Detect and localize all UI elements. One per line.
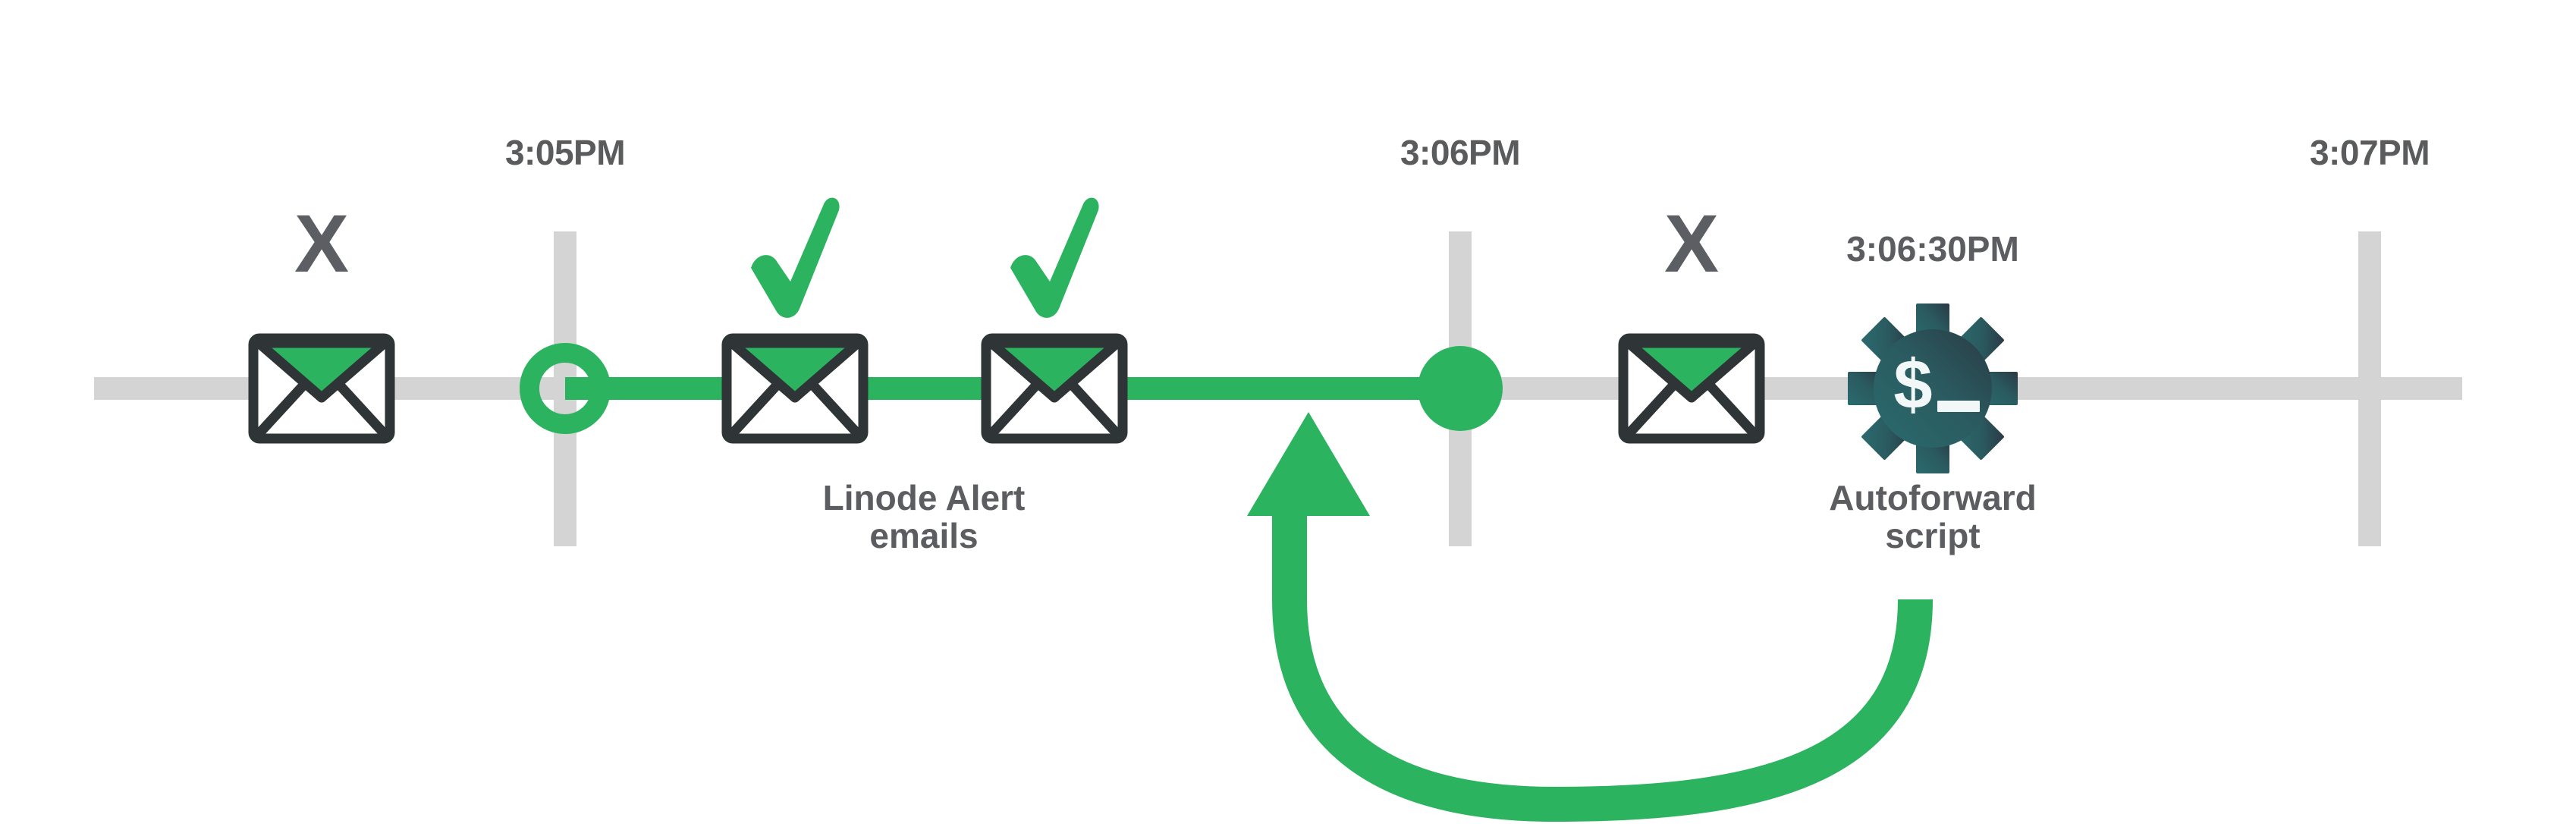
svg-text:X: X bbox=[1664, 197, 1719, 289]
envelope-icon-4 bbox=[1618, 333, 1765, 444]
envelope-icon-1 bbox=[248, 333, 395, 444]
tick-label-305pm: 3:05PM bbox=[504, 133, 626, 172]
svg-text:X: X bbox=[294, 197, 349, 289]
envelope-icon-3 bbox=[981, 333, 1128, 444]
tick-label-306pm: 3:06PM bbox=[1400, 133, 1521, 172]
check-mark-email-2 bbox=[751, 197, 840, 318]
tick-mark-307pm bbox=[2358, 231, 2381, 546]
svg-text:$: $ bbox=[1893, 346, 1932, 423]
x-mark-email-4: X bbox=[1664, 197, 1719, 289]
marker-filled-circle-306pm bbox=[1418, 346, 1503, 431]
caption-autoforward-script: Autoforward script bbox=[1829, 478, 2037, 555]
arrowhead-up-icon bbox=[1247, 412, 1370, 516]
caption-linode-alert-emails: Linode Alert emails bbox=[822, 478, 1026, 555]
gear-terminal-icon: $ bbox=[1848, 303, 2018, 473]
x-mark-email-1: X bbox=[294, 197, 349, 289]
check-mark-email-3 bbox=[1010, 197, 1099, 318]
envelope-icon-2 bbox=[721, 333, 869, 444]
marker-hollow-circle-305pm bbox=[520, 343, 611, 434]
tick-label-307pm: 3:07PM bbox=[2309, 133, 2430, 172]
autoforward-feedback-arrow bbox=[1247, 412, 1933, 822]
event-time-autoforward: 3:06:30PM bbox=[1846, 229, 2019, 269]
